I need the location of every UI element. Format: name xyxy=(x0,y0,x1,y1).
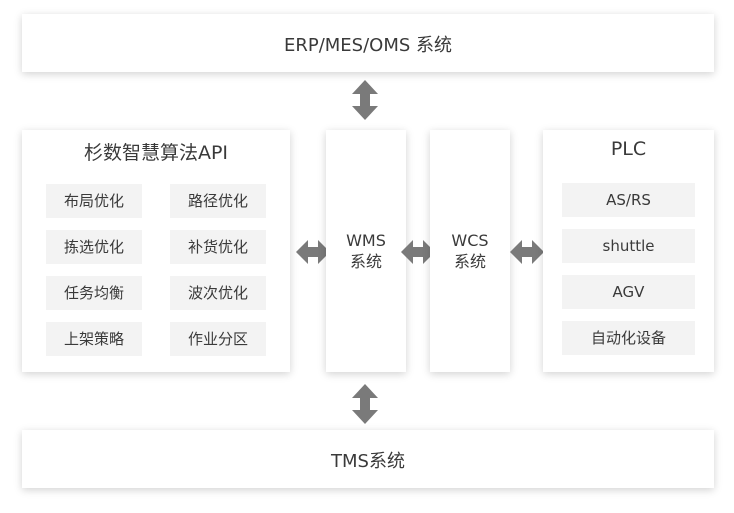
algo-item-layout: 布局优化 xyxy=(46,184,142,218)
plc-item-automation-equipment: 自动化设备 xyxy=(562,321,695,355)
horizontal-double-arrow-icon xyxy=(296,240,330,264)
erp-mes-oms-system-bar: ERP/MES/OMS 系统 xyxy=(22,14,714,72)
wms-label-line2: 系统 xyxy=(349,252,382,271)
tms-system-label: TMS系统 xyxy=(331,451,405,472)
algo-item-zoning: 作业分区 xyxy=(170,322,266,356)
erp-mes-oms-system-label: ERP/MES/OMS 系统 xyxy=(283,35,453,56)
horizontal-double-arrow-icon xyxy=(510,240,544,264)
algo-item-replenishment: 补货优化 xyxy=(170,230,266,264)
plc-item-agv: AGV xyxy=(562,275,695,309)
vertical-double-arrow-icon xyxy=(352,80,378,120)
wcs-label-line2: 系统 xyxy=(453,252,486,271)
wcs-label-line1: WCS xyxy=(451,231,489,250)
algo-item-picking: 拣选优化 xyxy=(46,230,142,264)
wms-system-column: WMS 系统 xyxy=(326,130,406,372)
wcs-system-label: WCS 系统 xyxy=(430,230,510,272)
algo-item-routing: 路径优化 xyxy=(170,184,266,218)
algo-item-putaway: 上架策略 xyxy=(46,322,142,356)
algorithm-api-title: 杉数智慧算法API xyxy=(83,142,229,164)
vertical-double-arrow-icon xyxy=(352,384,378,424)
algo-item-task-balance: 任务均衡 xyxy=(46,276,142,310)
wcs-system-column: WCS 系统 xyxy=(430,130,510,372)
plc-panel: PLC AS/RS shuttle AGV 自动化设备 xyxy=(543,130,714,372)
tms-system-bar: TMS系统 xyxy=(22,430,714,488)
algo-item-wave: 波次优化 xyxy=(170,276,266,310)
wms-label-line1: WMS xyxy=(346,231,386,250)
plc-item-asrs: AS/RS xyxy=(562,183,695,217)
plc-item-shuttle: shuttle xyxy=(562,229,695,263)
horizontal-double-arrow-icon xyxy=(401,240,435,264)
wms-system-label: WMS 系统 xyxy=(326,230,406,272)
plc-title: PLC xyxy=(610,138,647,160)
algorithm-api-panel: 杉数智慧算法API 布局优化 路径优化 拣选优化 补货优化 任务均衡 波次优化 … xyxy=(22,130,290,372)
